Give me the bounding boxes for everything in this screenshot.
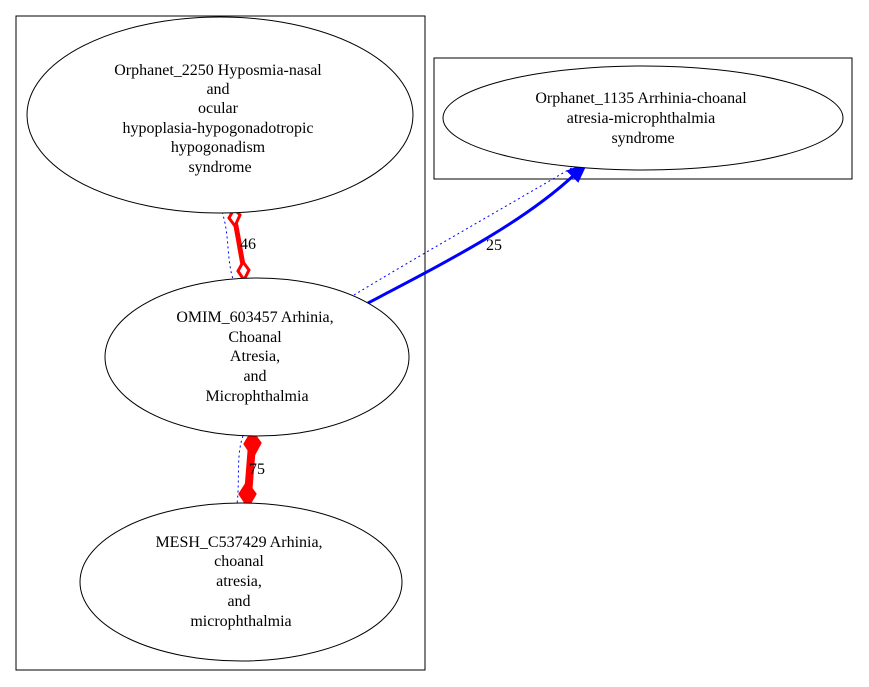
edge-dotted-line [236,435,244,505]
node-label-line: hypogonadism [171,139,266,156]
diamond-arrowhead-icon [236,259,251,283]
node-ellipse [79,502,403,662]
edge-label: 75 [249,461,265,478]
node-ellipse [26,16,414,214]
node-label-line: ocular [198,100,239,117]
node-label-line: hypoplasia-hypogonadotropic [122,120,313,137]
edge-orphanet2250-omim: 46 [221,206,256,283]
node-label-line: microphthalmia [190,613,291,630]
edge-dotted-line [353,165,576,296]
edge-label: 25 [486,237,502,254]
node-label-line: and [206,81,229,98]
edge-dotted-line [221,211,235,283]
node-ellipse [104,277,410,437]
edge-omim-orphanet1135: 25 [353,162,588,305]
node-label-line: choanal [214,553,264,570]
node-label-line: Orphanet_1135 Arrhinia-choanal [535,90,747,107]
node-omim-603457[interactable]: OMIM_603457 Arhinia, Choanal Atresia, an… [104,277,410,437]
edge-omim-mesh: 75 [236,429,265,509]
node-label: MESH_C537429 Arhinia, choanal atresia, a… [155,534,326,630]
node-label-line: Orphanet_2250 Hyposmia-nasal [114,62,322,79]
node-label-line: syndrome [611,130,674,147]
edge-thick-line [367,174,575,305]
node-label-line: and [243,368,266,385]
cluster-left [15,15,426,671]
node-label-line: syndrome [188,159,251,176]
node-label: OMIM_603457 Arhinia, Choanal Atresia, an… [176,309,337,405]
node-orphanet-2250[interactable]: Orphanet_2250 Hyposmia-nasal and ocular … [26,16,414,214]
node-mesh-c537429[interactable]: MESH_C537429 Arhinia, choanal atresia, a… [79,502,403,662]
node-label-line: Microphthalmia [205,388,308,405]
node-label: Orphanet_2250 Hyposmia-nasal and ocular … [114,62,326,176]
node-label-line: atresia-microphthalmia [567,110,715,127]
edge-label: 46 [240,236,256,253]
node-label-line: Atresia, [230,348,280,365]
node-label-line: MESH_C537429 Arhinia, [155,534,322,551]
node-label: Orphanet_1135 Arrhinia-choanal atresia-m… [535,90,750,147]
node-label-line: and [227,593,250,610]
node-orphanet-1135[interactable]: Orphanet_1135 Arrhinia-choanal atresia-m… [442,65,844,171]
node-ellipse [442,65,844,171]
node-label-line: atresia, [216,573,262,590]
node-label-line: OMIM_603457 Arhinia, [176,309,333,326]
cluster-right [433,57,853,180]
diamond-arrowhead-icon [243,429,262,459]
node-label-line: Choanal [228,329,282,346]
